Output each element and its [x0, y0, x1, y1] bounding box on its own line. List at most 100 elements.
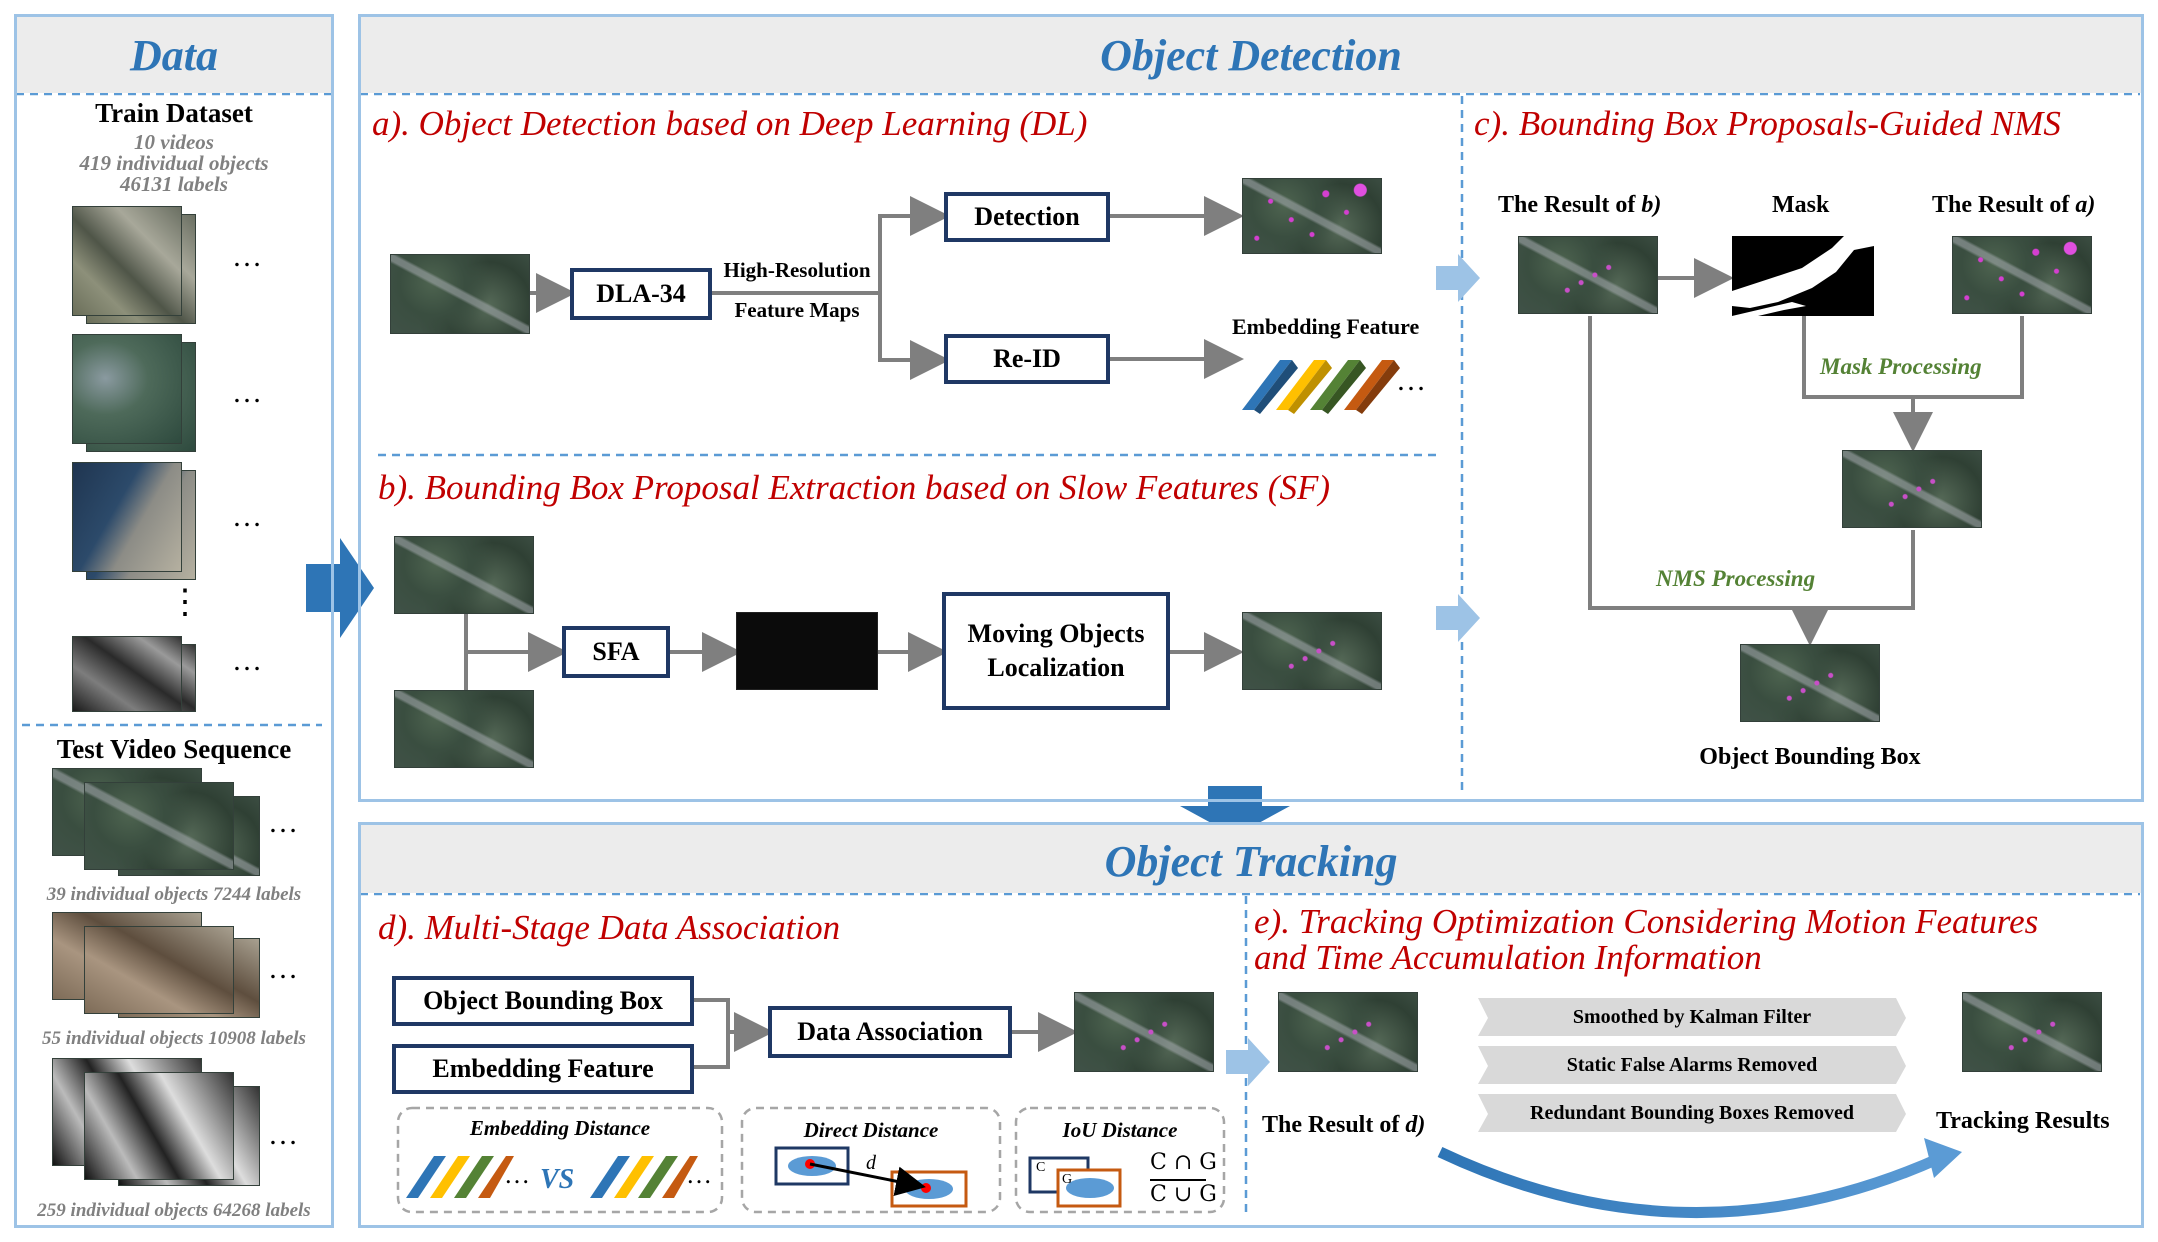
mask-label: Mask	[1772, 192, 1830, 218]
train-dataset-heading: Train Dataset	[95, 98, 253, 128]
test-caption-3: 259 individual objects 64268 labels	[37, 1200, 311, 1221]
arrow-nms-processing	[1588, 316, 1915, 610]
iou-car-icon	[1066, 1178, 1114, 1198]
result-of-d-label: The Result of d)	[1262, 1112, 1426, 1138]
embedding-feature-input: Embedding Feature	[392, 1044, 694, 1094]
a-input-frame	[390, 254, 530, 334]
feature-maps-label-2: Feature Maps	[734, 298, 860, 322]
reid-box: Re-ID	[944, 334, 1110, 384]
curved-arrow-e	[1437, 1147, 1943, 1218]
data-panel	[14, 14, 334, 1228]
e-input-image	[1278, 992, 1418, 1072]
emb-right-ellipsis: …	[686, 1160, 712, 1189]
mask-image	[1732, 236, 1874, 316]
nms-processing-label: NMS Processing	[1656, 566, 1816, 591]
ellipsis-3: …	[232, 500, 262, 533]
train-labels-count: 46131 labels	[120, 172, 228, 196]
detection-box: Detection	[944, 192, 1110, 242]
c-masked-image	[1842, 450, 1982, 528]
train-frame-stack-2	[72, 334, 182, 444]
b-input-frame-2	[394, 690, 534, 768]
embedding-compare-right	[590, 1156, 698, 1198]
chevron-step1	[1478, 998, 1906, 1036]
direct-distance-box	[740, 1106, 1002, 1214]
test-caption-1: 39 individual objects 7244 labels	[46, 884, 302, 905]
step-static-label: Static False Alarms Removed	[1566, 1054, 1818, 1076]
object-detection-panel	[358, 14, 2144, 802]
c-result-a-image	[1952, 236, 2092, 314]
big-arrow-detection-to-tracking	[1180, 786, 1290, 836]
c-output-image	[1740, 644, 1880, 722]
train-frame-stack-3	[72, 462, 182, 572]
feature-bar-orange	[1344, 360, 1400, 414]
object-detection-title: Object Detection	[1100, 31, 1402, 80]
direct-distance-line	[809, 1162, 926, 1197]
direct-distance-label: Direct Distance	[803, 1118, 939, 1142]
vertical-ellipsis: ⋮	[168, 584, 202, 621]
section-d-title: d). Multi-Stage Data Association	[378, 908, 841, 947]
dla34-box: DLA-34	[570, 268, 712, 320]
arrow-to-reid	[878, 293, 950, 380]
ellipsis-7: …	[268, 1118, 298, 1151]
iou-distance-label: IoU Distance	[1062, 1118, 1178, 1142]
object-tracking-title: Object Tracking	[1104, 837, 1398, 886]
embedding-feature-icon	[1242, 360, 1400, 414]
result-of-a-label: The Result of a)	[1932, 192, 2096, 218]
train-frame-stack-4	[72, 636, 182, 712]
c-result-b-image	[1518, 236, 1658, 314]
ellipsis-6: …	[268, 952, 298, 985]
iou-distance-box	[1014, 1106, 1226, 1214]
section-a-title: a). Object Detection based on Deep Learn…	[372, 104, 1088, 143]
ellipsis-5: …	[268, 806, 298, 839]
step-kalman-label: Smoothed by Kalman Filter	[1572, 1006, 1812, 1028]
iou-g-mark: G	[1062, 1172, 1073, 1187]
embedding-feature-label: Embedding Feature	[1232, 314, 1420, 339]
test-sequence-heading: Test Video Sequence	[56, 734, 292, 764]
iou-numerator: C ∩ G	[1150, 1150, 1217, 1175]
tracking-results-image	[1962, 992, 2102, 1072]
tracking-results-label: Tracking Results	[1936, 1108, 2110, 1134]
curved-arrow-e-head	[1924, 1138, 1962, 1178]
moving-objects-box: Moving Objects Localization	[942, 592, 1170, 710]
b-input-frame-1	[394, 536, 534, 614]
feature-bar-green	[1310, 360, 1366, 414]
result-of-b-label: The Result of b)	[1498, 192, 1662, 218]
ellipsis-4: …	[232, 644, 262, 677]
d-output-image	[1074, 992, 1214, 1072]
test-frame-stack-1-mid	[84, 782, 234, 870]
iou-c-mark: C	[1036, 1160, 1046, 1175]
object-tracking-panel	[358, 822, 2144, 1228]
data-title-bar	[17, 17, 331, 93]
embedding-distance-label: Embedding Distance	[469, 1116, 651, 1140]
big-arrow-data-to-detection	[306, 538, 374, 638]
mask-processing-label: Mask Processing	[1820, 354, 1982, 379]
sfa-box: SFA	[562, 626, 670, 678]
section-b-title: b). Bounding Box Proposal Extraction bas…	[378, 468, 1330, 507]
section-e-title-line1: e). Tracking Optimization Considering Mo…	[1254, 902, 2039, 941]
object-bounding-box-label: Object Bounding Box	[1699, 744, 1921, 770]
light-arrow-b-to-c	[1436, 594, 1480, 642]
object-detection-title-bar	[361, 17, 2141, 93]
light-arrow-d-to-e	[1226, 1038, 1270, 1086]
embedding-ellipsis: …	[1396, 364, 1426, 397]
b-localization-output	[1242, 612, 1382, 690]
section-c-title: c). Bounding Box Proposals-Guided NMS	[1474, 104, 2061, 143]
object-tracking-title-bar	[361, 825, 2141, 893]
arrow-frames-join	[464, 614, 568, 690]
iou-denominator: C ∪ G	[1150, 1182, 1217, 1207]
chevron-step3	[1478, 1094, 1906, 1132]
vs-label: VS	[540, 1164, 575, 1195]
feature-bar-blue	[1242, 360, 1298, 414]
train-objects-count: 419 individual objects	[79, 151, 269, 175]
slow-feature-map	[736, 612, 878, 690]
feature-bar-yellow	[1276, 360, 1332, 414]
train-frame-stack-1	[72, 206, 182, 316]
test-frame-stack-3-mid	[84, 1072, 234, 1180]
step-redundant-label: Redundant Bounding Boxes Removed	[1530, 1102, 1854, 1124]
emb-distance-box	[396, 1106, 724, 1214]
d-symbol: d	[866, 1152, 876, 1174]
chevron-step2	[1478, 1046, 1906, 1084]
embedding-compare-left	[406, 1156, 514, 1198]
section-e-title-line2: and Time Accumulation Information	[1254, 938, 1762, 977]
